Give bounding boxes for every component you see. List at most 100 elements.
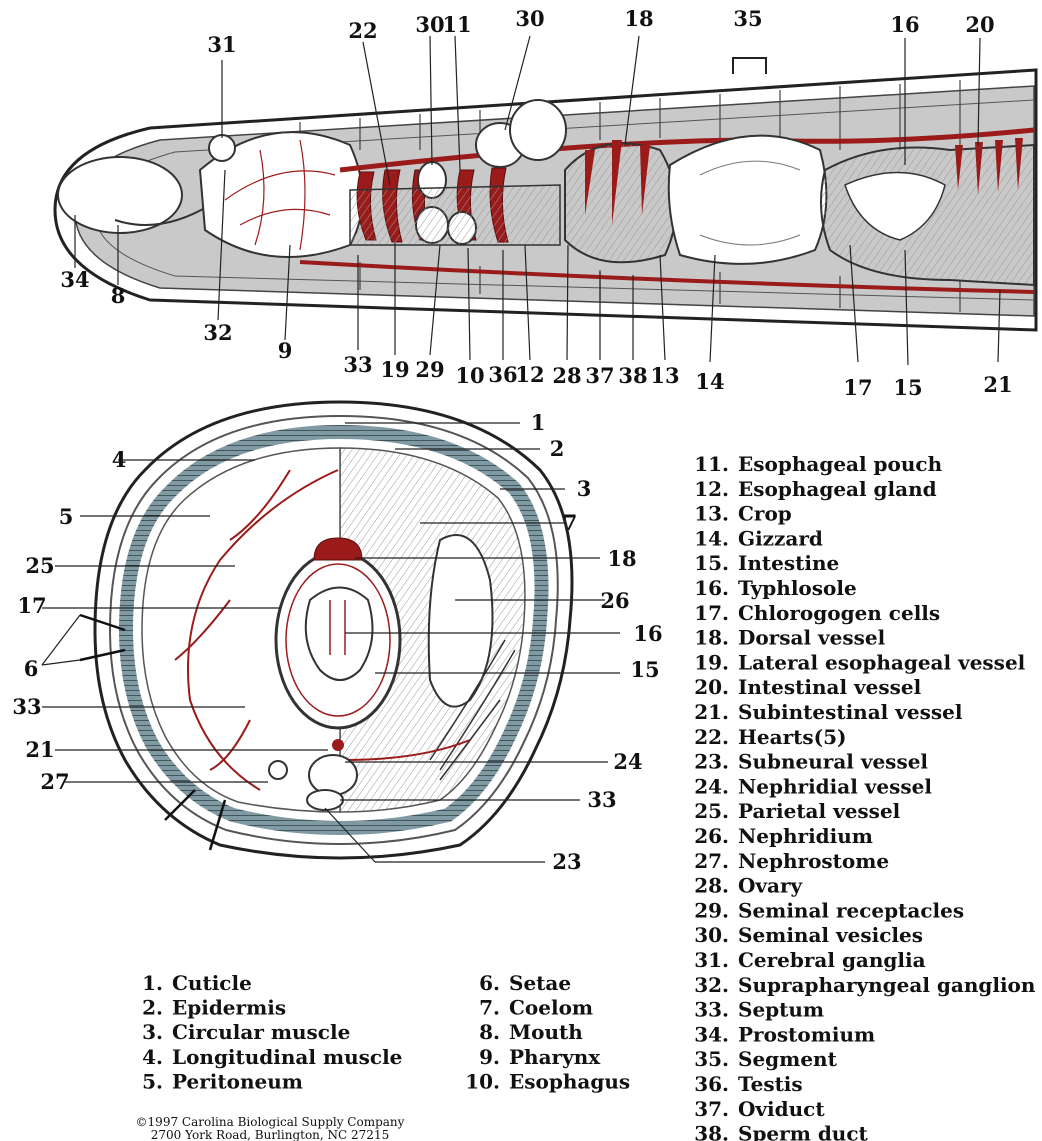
- callout-number: 17: [843, 375, 872, 400]
- legend-number: 2.: [142, 996, 163, 1020]
- callout-number: 38: [618, 363, 647, 388]
- legend-term: Nephridium: [738, 824, 873, 848]
- callout-number: 13: [650, 363, 679, 388]
- legend-number: 3.: [142, 1020, 163, 1044]
- legend-number: 24.: [694, 774, 729, 798]
- copyright-line: ©1997 Carolina Biological Supply Company: [136, 1115, 405, 1129]
- legend-term: Gizzard: [738, 526, 823, 550]
- callout-number: 9: [278, 338, 293, 363]
- legend-term: Lateral esophageal vessel: [738, 650, 1026, 674]
- callout-number: 34: [60, 267, 89, 292]
- callout-number: 35: [733, 6, 762, 31]
- legend-term: Longitudinal muscle: [172, 1045, 402, 1069]
- callout-number: 36: [488, 362, 517, 387]
- legend-term: Nephridial vessel: [738, 774, 932, 798]
- nephrostome: [269, 761, 287, 779]
- callout-number: 26: [600, 588, 629, 613]
- callout-number: 5: [59, 504, 74, 529]
- cross-section: [42, 402, 620, 862]
- callout-number: 33: [12, 694, 41, 719]
- seminal-vesicle: [510, 100, 566, 160]
- legend-term: Cerebral ganglia: [738, 948, 926, 972]
- legend-number: 34.: [694, 1022, 729, 1046]
- callout-number: 23: [552, 849, 581, 874]
- legend-number: 33.: [694, 998, 729, 1022]
- legend-term: Oviduct: [738, 1097, 825, 1121]
- legend-number: 26.: [694, 824, 729, 848]
- legend-term: Esophageal gland: [738, 477, 937, 501]
- crop: [565, 143, 676, 262]
- callout-number: 21: [25, 737, 54, 762]
- legend-number: 21.: [694, 700, 729, 724]
- callout-number: 8: [111, 283, 126, 308]
- legend-number: 28.: [694, 874, 729, 898]
- legend-number: 36.: [694, 1072, 729, 1096]
- callout-number: 17: [17, 593, 46, 618]
- legend-number: 31.: [694, 948, 729, 972]
- legend-term: Esophagus: [509, 1069, 630, 1093]
- legend-number: 23.: [694, 750, 729, 774]
- legend-number: 10.: [465, 1069, 500, 1093]
- callout-number: 18: [607, 546, 636, 571]
- legend-number: 4.: [142, 1045, 163, 1069]
- legend-term: Intestine: [738, 551, 839, 575]
- callout-number: 25: [25, 553, 54, 578]
- legend-term: Prostomium: [738, 1022, 875, 1046]
- legend-term: Hearts(5): [738, 725, 846, 749]
- callout-number: 2: [550, 436, 565, 461]
- callout-number: 30: [415, 12, 444, 37]
- cerebral-ganglia: [209, 135, 235, 161]
- subintestinal-vessel-cross: [332, 739, 344, 751]
- legend-term: Seminal receptacles: [738, 898, 964, 922]
- septum-ventral: [307, 790, 343, 810]
- legend-number: 22.: [694, 725, 729, 749]
- callout-number: 31: [207, 32, 236, 57]
- legend-number: 13.: [694, 502, 729, 526]
- callout-number: 1: [531, 410, 546, 435]
- legend-number: 25.: [694, 799, 729, 823]
- callout-number: 24: [613, 749, 642, 774]
- legend-term: Suprapharyngeal ganglion: [738, 973, 1036, 997]
- legend-number: 6.: [479, 971, 500, 995]
- callout-number: 30: [515, 6, 544, 31]
- callout-number: 32: [203, 320, 232, 345]
- esophagus: [350, 185, 560, 245]
- legend-term: Subneural vessel: [738, 750, 928, 774]
- legend-number: 35.: [694, 1047, 729, 1071]
- legend-term: Mouth: [509, 1020, 583, 1044]
- legend-number: 1.: [142, 971, 163, 995]
- legend-term: Ovary: [738, 874, 804, 898]
- legend-number: 5.: [142, 1069, 163, 1093]
- legend-term: Pharynx: [509, 1045, 601, 1069]
- callout-number: 21: [983, 372, 1012, 397]
- legend-term: Intestinal vessel: [738, 675, 922, 699]
- callout-number: 20: [965, 12, 994, 37]
- callout-number: 7: [563, 510, 578, 535]
- legend-term: Typhlosole: [738, 576, 857, 600]
- legend-term: Peritoneum: [172, 1069, 303, 1093]
- legend-number: 17.: [694, 601, 729, 625]
- legend-term: Seminal vesicles: [738, 923, 923, 947]
- legend-number: 20.: [694, 675, 729, 699]
- address-line: 2700 York Road, Burlington, NC 27215: [151, 1128, 389, 1141]
- callout-number: 18: [624, 6, 653, 31]
- legend-term: Crop: [738, 502, 792, 526]
- legend-number: 11.: [694, 452, 729, 476]
- callout-number: 22: [348, 18, 377, 43]
- callout-number: 10: [455, 363, 484, 388]
- callout-number: 11: [442, 12, 471, 37]
- callout-number: 33: [587, 787, 616, 812]
- callout-number: 15: [630, 657, 659, 682]
- longitudinal-section: [55, 36, 1036, 365]
- legend-term: Chlorogogen cells: [738, 601, 940, 625]
- segment-bracket: [733, 58, 766, 74]
- legend-term: Dorsal vessel: [738, 626, 886, 650]
- legend-term: Cuticle: [172, 971, 252, 995]
- legend-number: 8.: [479, 1020, 500, 1044]
- legend-term: Setae: [509, 971, 571, 995]
- callout-number: 28: [552, 363, 581, 388]
- legend-term: Sperm duct: [738, 1122, 869, 1141]
- legend-number: 18.: [694, 626, 729, 650]
- callout-number: 33: [343, 352, 372, 377]
